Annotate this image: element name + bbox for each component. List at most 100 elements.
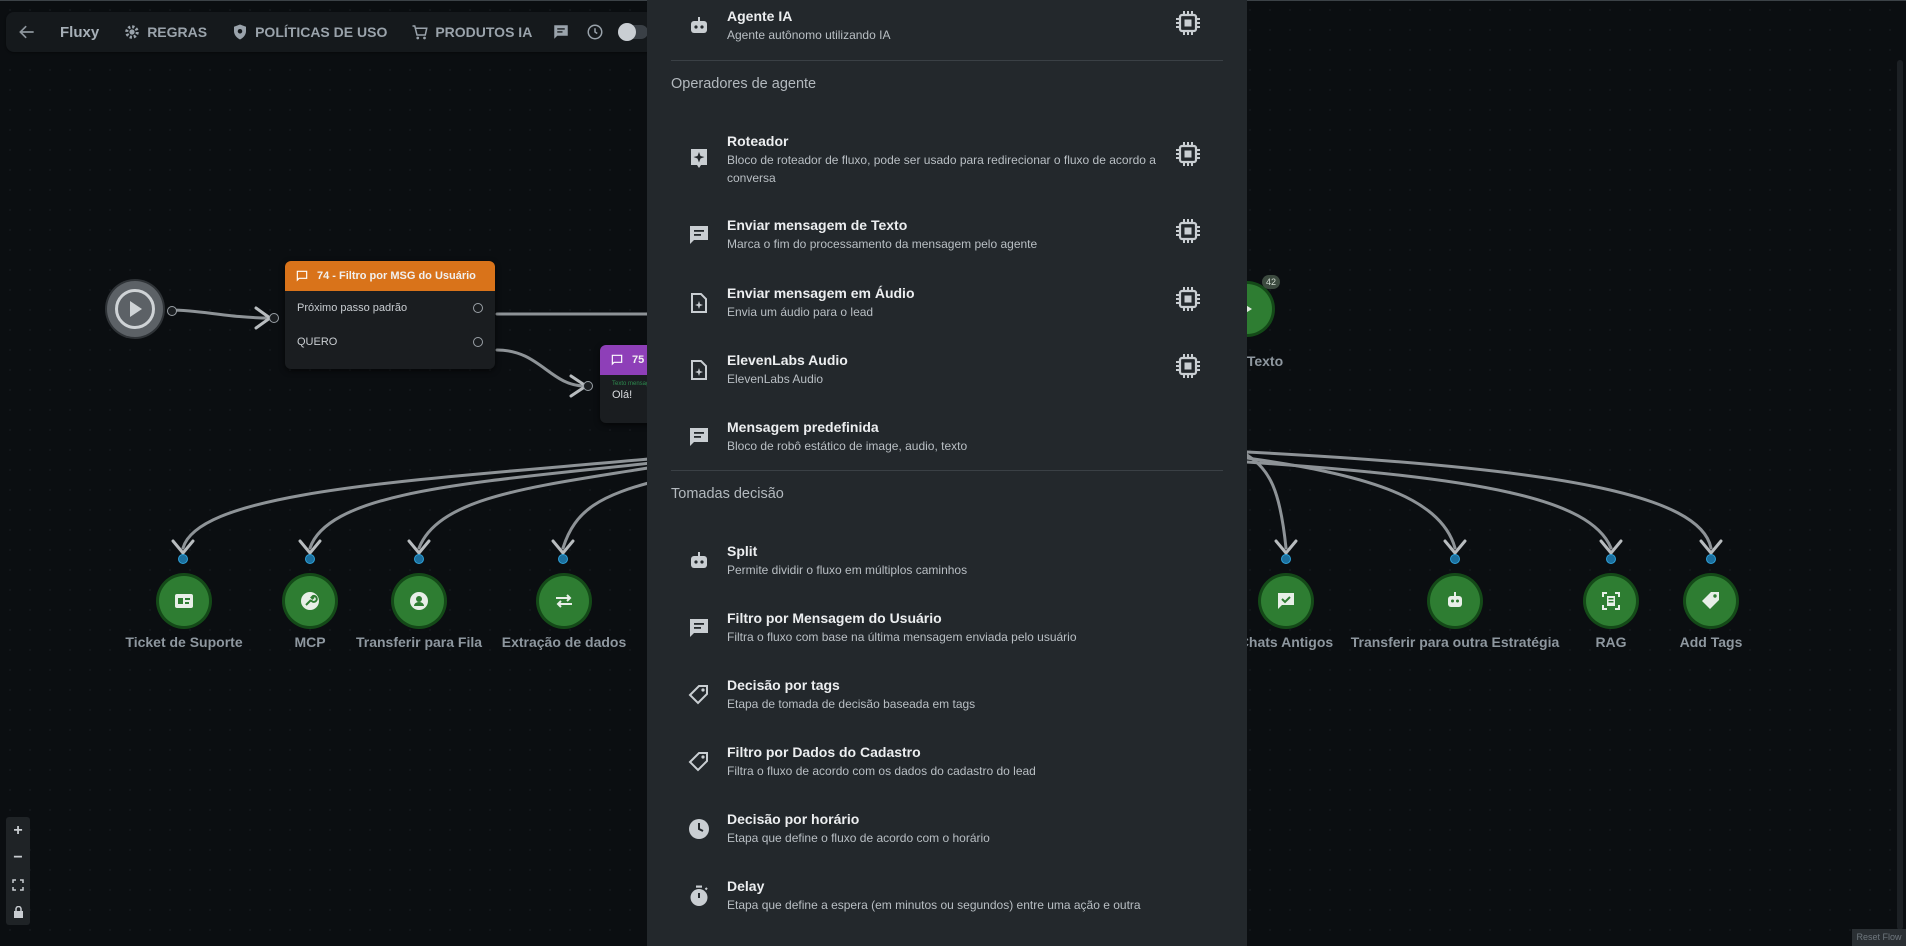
- message-icon: [687, 616, 711, 640]
- chat-check-icon: [1278, 593, 1294, 609]
- cpu-icon[interactable]: [1173, 8, 1203, 38]
- cart-icon: [411, 23, 429, 41]
- message-node-input-port[interactable]: [583, 381, 593, 391]
- route-label-rag: RAG: [1595, 634, 1627, 650]
- cpu-icon[interactable]: [1173, 216, 1203, 246]
- block-item-filtro-cadastro[interactable]: Filtro por Dados do Cadastro Filtra o fl…: [647, 743, 1247, 783]
- canvas-scrollbar[interactable]: [1897, 60, 1903, 930]
- mode-toggle[interactable]: [618, 23, 649, 41]
- robot-icon: [1448, 592, 1462, 607]
- start-port[interactable]: [167, 306, 177, 316]
- block-item-filtro-mensagem[interactable]: Filtro por Mensagem do Usuário Filtra o …: [647, 609, 1247, 649]
- filter-row-port[interactable]: [473, 303, 483, 313]
- block-item-mensagem-predefinida[interactable]: Mensagem predefinida Bloco de robô estát…: [647, 418, 1247, 458]
- gear-icon: [123, 23, 141, 41]
- route-node-mcp[interactable]: [285, 576, 335, 626]
- policies-button[interactable]: POLÍTICAS DE USO: [219, 12, 399, 52]
- block-description: Bloco de robô estático de image, audio, …: [727, 439, 968, 453]
- block-item-decisao-horario[interactable]: Decisão por horário Etapa que define o f…: [647, 810, 1247, 850]
- route-node-strategy[interactable]: [1430, 576, 1480, 626]
- block-item-elevenlabs[interactable]: ElevenLabs Audio ElevenLabs Audio: [647, 351, 1247, 391]
- rules-label: REGRAS: [147, 24, 208, 40]
- block-description: Filtra o fluxo com base na última mensag…: [727, 630, 1077, 644]
- policies-label: POLÍTICAS DE USO: [255, 24, 388, 40]
- route-node-add-tags[interactable]: [1686, 576, 1736, 626]
- block-description: Agente autônomo utilizando IA: [727, 28, 891, 42]
- top-toolbar: Fluxy REGRAS POLÍTICAS DE USO PRODUTOS I…: [6, 12, 654, 52]
- cpu-icon[interactable]: [1173, 351, 1203, 381]
- ai-products-label: PRODUTOS IA: [435, 24, 533, 40]
- section-divider: [671, 60, 1223, 61]
- block-description: Bloco de roteador de fluxo, pode ser usa…: [727, 153, 1156, 185]
- message-icon: [687, 425, 711, 449]
- block-description: Marca o fim do processamento da mensagem…: [727, 237, 1038, 251]
- route-input-port[interactable]: [305, 554, 315, 564]
- route-node-rag[interactable]: [1586, 576, 1636, 626]
- block-item-enviar-audio[interactable]: Enviar mensagem em Áudio Envia um áudio …: [647, 284, 1247, 324]
- send-text-node-label: Texto: [1246, 353, 1284, 369]
- history-button[interactable]: [578, 12, 612, 52]
- block-title: Enviar mensagem em Áudio: [727, 285, 915, 301]
- zoom-out-button[interactable]: −: [13, 848, 23, 866]
- block-title: Roteador: [727, 133, 789, 149]
- block-title: Enviar mensagem de Texto: [727, 217, 908, 233]
- route-label-strategy: Transferir para outra Estratégia: [1350, 634, 1560, 650]
- route-input-port[interactable]: [1606, 554, 1616, 564]
- fit-view-button[interactable]: [6, 871, 30, 898]
- rules-button[interactable]: REGRAS: [111, 12, 219, 52]
- block-title: Mensagem predefinida: [727, 419, 879, 435]
- block-item-roteador[interactable]: Roteador Bloco de roteador de fluxo, pod…: [647, 132, 1247, 188]
- route-input-port[interactable]: [178, 554, 188, 564]
- zoom-in-button[interactable]: +: [13, 821, 23, 839]
- route-label-mcp: MCP: [294, 634, 326, 650]
- ticket-icon: [175, 594, 193, 608]
- route-node-old-chats[interactable]: [1261, 576, 1311, 626]
- block-item-split[interactable]: Split Permite dividir o fluxo em múltipl…: [647, 542, 1247, 582]
- back-button[interactable]: [6, 12, 48, 52]
- block-title: Decisão por tags: [727, 677, 840, 693]
- route-input-port[interactable]: [1706, 554, 1716, 564]
- route-node-ticket[interactable]: [159, 576, 209, 626]
- filter-row-label: QUERO: [297, 336, 338, 348]
- message-node-preview: Olá!: [612, 389, 633, 401]
- start-node[interactable]: [107, 281, 163, 337]
- filter-row-label: Próximo passo padrão: [297, 302, 408, 314]
- cpu-icon[interactable]: [1173, 284, 1203, 314]
- route-input-port[interactable]: [414, 554, 424, 564]
- route-node-extract[interactable]: [539, 576, 589, 626]
- route-node-queue[interactable]: [394, 576, 444, 626]
- block-item-delay[interactable]: Delay Etapa que define a espera (em minu…: [647, 877, 1247, 917]
- cpu-icon[interactable]: [1173, 139, 1203, 169]
- tag-icon: [687, 683, 711, 707]
- play-icon: [115, 289, 155, 329]
- block-picker-panel: Agente IA Agente autônomo utilizando IA …: [647, 0, 1247, 946]
- route-input-port[interactable]: [558, 554, 568, 564]
- filter-node-row-quero: QUERO: [285, 325, 495, 359]
- block-title: Split: [727, 543, 758, 559]
- reset-flow-button[interactable]: Reset Flow: [1852, 929, 1906, 946]
- brand-name[interactable]: Fluxy: [60, 23, 100, 41]
- block-item-agente-ia[interactable]: Agente IA Agente autônomo utilizando IA: [647, 7, 1247, 49]
- lock-button[interactable]: [6, 898, 30, 925]
- tag-icon: [1702, 592, 1719, 609]
- filter-node-header: 74 - Filtro por MSG do Usuário: [285, 261, 495, 291]
- edge-start-filter: [170, 308, 272, 320]
- route-input-port[interactable]: [1281, 554, 1291, 564]
- route-label-old-chats: Chats Antigos: [1238, 634, 1334, 650]
- block-title: Decisão por horário: [727, 811, 860, 827]
- filter-row-port[interactable]: [473, 337, 483, 347]
- message-node-subtitle: Texto mensagem: [612, 381, 658, 387]
- chat-button[interactable]: [544, 12, 578, 52]
- message-icon: [687, 223, 711, 247]
- route-input-port[interactable]: [1450, 554, 1460, 564]
- block-item-enviar-texto[interactable]: Enviar mensagem de Texto Marca o fim do …: [647, 216, 1247, 256]
- chat-icon: [611, 354, 623, 366]
- filter-node-row-default: Próximo passo padrão: [285, 291, 495, 325]
- block-item-decisao-tags[interactable]: Decisão por tags Etapa de tomada de deci…: [647, 676, 1247, 716]
- ai-products-button[interactable]: PRODUTOS IA: [399, 12, 544, 52]
- filter-node-input-port[interactable]: [269, 313, 279, 323]
- edge-route-1: [181, 456, 662, 550]
- filter-node[interactable]: 74 - Filtro por MSG do Usuário Próximo p…: [285, 261, 495, 369]
- robot-icon: [687, 14, 711, 38]
- clock-icon: [586, 23, 604, 41]
